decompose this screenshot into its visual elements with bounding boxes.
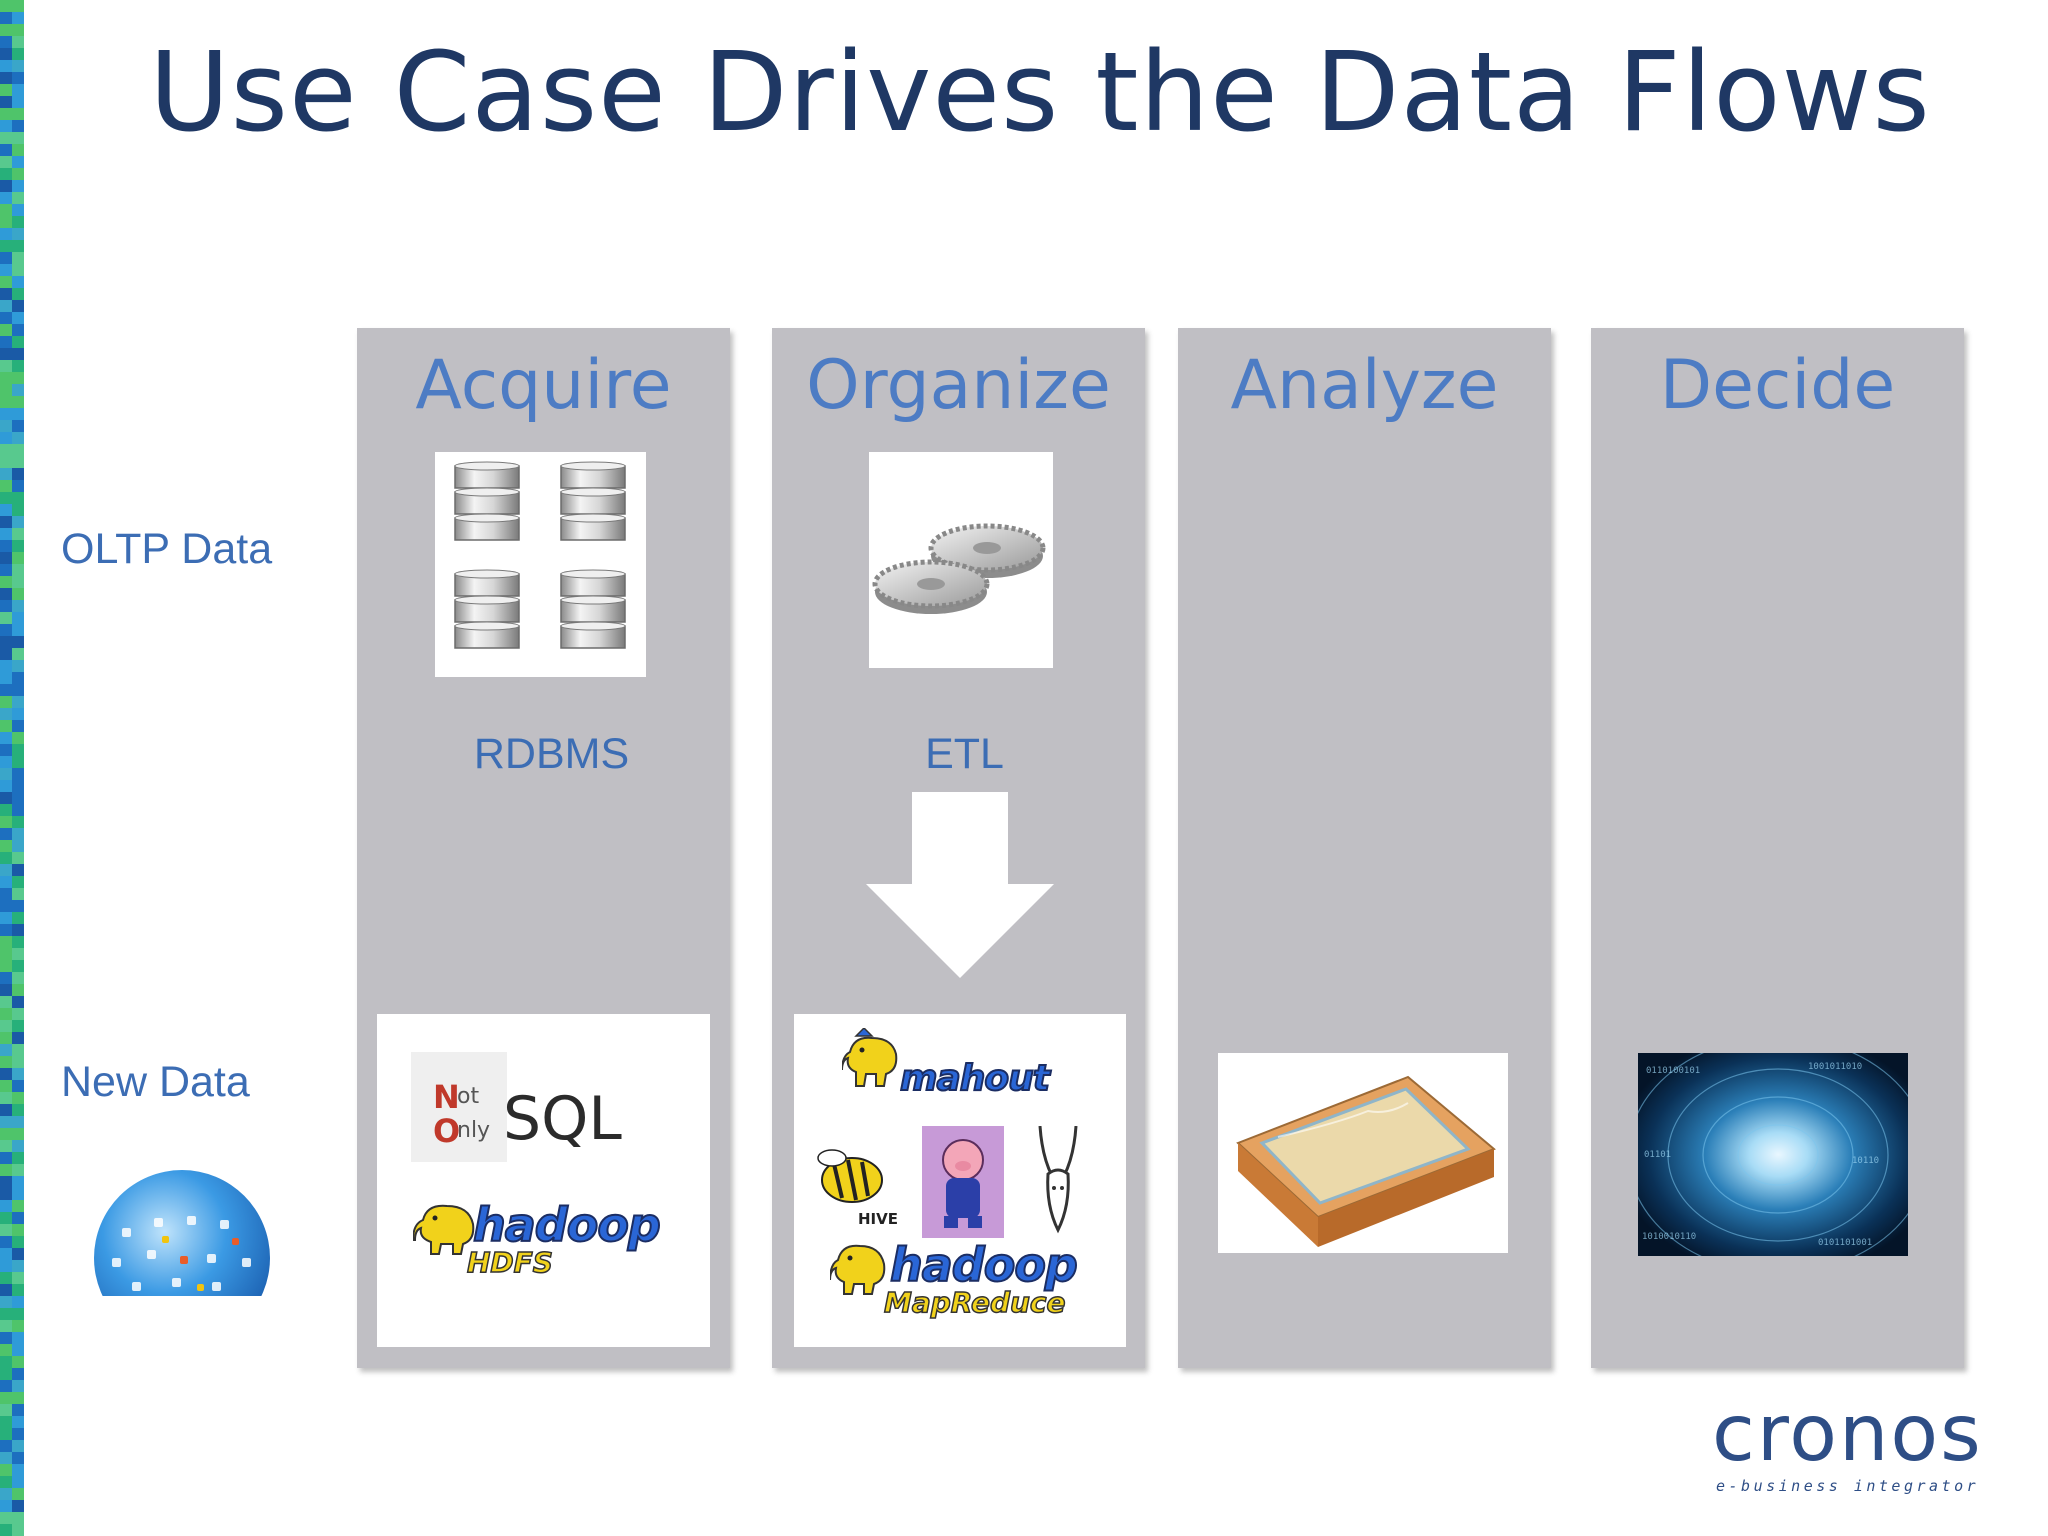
column-acquire: Acquire RDBMS N ot O [357,328,730,1368]
hadoop-mapreduce-logo-text: hadoop [889,1237,1079,1293]
antelope-icon [1038,1126,1078,1234]
column-decide: Decide 0110100101 1001011010 [1591,328,1964,1368]
pig-image [922,1126,1004,1238]
pig-icon [942,1139,984,1228]
nosql-sql: SQL [503,1084,622,1154]
database-stack-icon [454,461,626,649]
svg-text:01101: 01101 [1644,1150,1671,1160]
caption-etl: ETL [925,730,1004,778]
slide-title: Use Case Drives the Data Flows [149,28,1931,156]
column-organize: Organize ETL [772,328,1145,1368]
column-title-analyze: Analyze [1230,346,1499,425]
mahout-logo-text: mahout [899,1057,1051,1100]
nosql-hadoop-hdfs-tile: N ot O nly SQL hadoop HDFS [377,1014,710,1347]
row-label-oltp: OLTP Data [61,525,273,573]
svg-text:0110100101: 0110100101 [1646,1066,1700,1076]
column-analyze: Analyze [1178,328,1551,1368]
data-tunnel-image: 0110100101 1001011010 1010010110 010110100… [1638,1053,1908,1256]
elephant-icon [413,1204,475,1255]
nosql-ot: ot [457,1084,480,1109]
sandbox-image [1218,1053,1508,1253]
nosql-n: N [433,1078,460,1116]
caption-rdbms: RDBMS [473,730,630,778]
svg-text:0101101001: 0101101001 [1818,1238,1872,1248]
cronos-logo-name: cronos [1712,1389,1983,1479]
hdfs-logo-text: HDFS [466,1245,553,1280]
data-tunnel-icon: 0110100101 1001011010 1010010110 010110100… [1638,1053,1908,1256]
column-title-acquire: Acquire [415,346,672,425]
bee-icon [817,1149,883,1203]
nosql-o: O [433,1112,461,1150]
column-title-organize: Organize [806,346,1111,425]
rdbms-image [435,452,646,677]
elephant-icon [842,1028,898,1087]
etl-image [869,452,1053,668]
column-title-decide: Decide [1659,346,1896,425]
svg-text:10110: 10110 [1852,1156,1879,1166]
analytics-tools-tile: mahout HIVE hadoop MapReduce [794,1014,1126,1347]
nosql-logo: N ot O nly SQL [411,1052,622,1162]
globe-apps-icon [94,1170,270,1296]
hadoop-hdfs-logo-text: hadoop [472,1197,662,1253]
cronos-logo-tagline: e-business integrator [1716,1477,1980,1495]
nosql-nly: nly [457,1118,491,1143]
sandbox-icon [1236,1075,1496,1247]
decorative-side-strip [0,0,24,1536]
mapreduce-logo-text: MapReduce [883,1285,1066,1320]
down-arrow-icon [866,792,1054,978]
svg-text:1001011010: 1001011010 [1808,1062,1862,1072]
gears-icon [872,523,1046,614]
row-label-new-data: New Data [61,1058,250,1106]
cronos-logo: cronos e-business integrator [1712,1395,2012,1495]
elephant-icon [830,1244,886,1295]
hive-logo-text: HIVE [858,1210,898,1228]
svg-text:1010010110: 1010010110 [1642,1232,1696,1242]
